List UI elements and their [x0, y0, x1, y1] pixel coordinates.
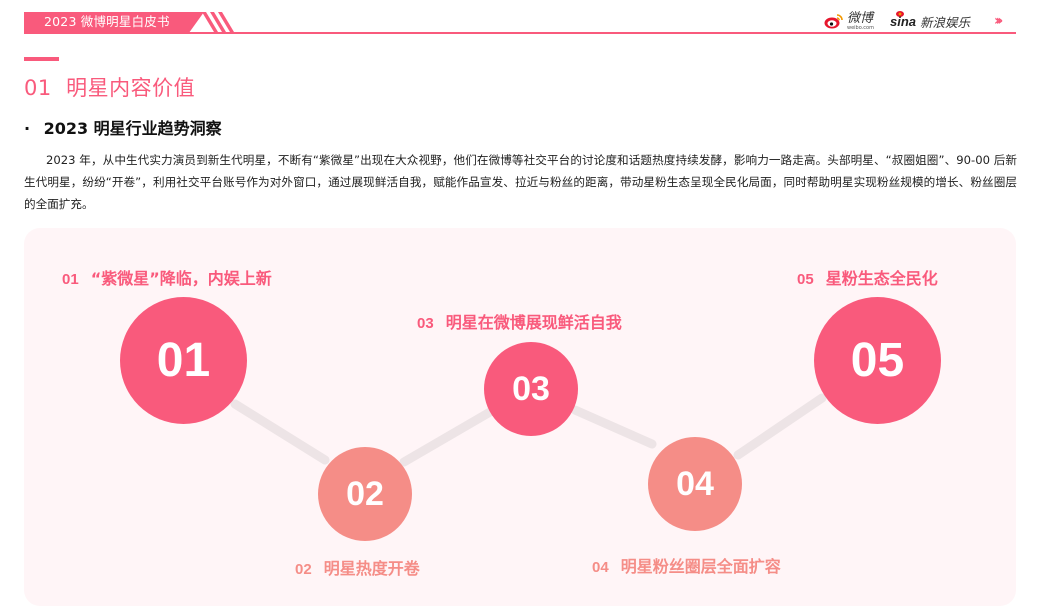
header-divider — [24, 32, 1016, 34]
step-circle-03: 03 — [484, 342, 578, 436]
step-title: 星粉生态全民化 — [825, 269, 938, 288]
header-banner — [24, 12, 204, 32]
step-number: 05 — [797, 271, 814, 288]
weibo-logo-domain: weibo.com — [847, 24, 874, 31]
step-label-05: 05 星粉生态全民化 — [797, 265, 938, 289]
title-accent-bar — [24, 57, 59, 61]
step-number: 03 — [417, 315, 434, 332]
step-number: 04 — [592, 559, 609, 576]
step-number: 02 — [295, 561, 312, 578]
weibo-logo-text: 微博 — [847, 10, 874, 26]
step-title: “紫微星”降临，内娱上新 — [90, 269, 272, 288]
step-number: 01 — [62, 271, 79, 288]
step-title: 明星在微博展现鲜活自我 — [445, 313, 622, 332]
chevrons-icon: ››› — [994, 13, 1004, 29]
step-label-03: 03 明星在微博展现鲜活自我 — [417, 309, 622, 333]
intro-paragraph: 2023 年，从中生代实力演员到新生代明星，不断有“紫微星”出现在大众视野，他们… — [24, 153, 1017, 211]
step-label-01: 01 “紫微星”降临，内娱上新 — [62, 265, 272, 289]
step-label-04: 04 明星粉丝圈层全面扩容 — [592, 553, 781, 577]
sina-ent-logo: sina 新浪娱乐 — [890, 10, 970, 32]
step-circle-01: 01 — [120, 297, 247, 424]
subheading: · 2023 明星行业趋势洞察 — [24, 115, 222, 139]
step-circle-04: 04 — [648, 437, 742, 531]
step-title: 明星热度开卷 — [323, 559, 420, 578]
banner-title: 2023 微博明星白皮书 — [44, 14, 170, 29]
sina-ent-text: 新浪娱乐 — [920, 14, 971, 30]
section-title: 01 明星内容价值 — [24, 76, 196, 100]
sina-eye-icon — [896, 11, 904, 17]
step-label-02: 02 明星热度开卷 — [295, 555, 420, 579]
subheading-text: 2023 明星行业趋势洞察 — [43, 119, 222, 138]
weibo-eye-icon — [824, 14, 843, 29]
step-circle-02: 02 — [318, 447, 412, 541]
step-title: 明星粉丝圈层全面扩容 — [620, 557, 781, 576]
step-circle-05: 05 — [814, 297, 941, 424]
sina-logo-text: sina — [890, 13, 917, 29]
banner-stripes-decoration — [202, 12, 234, 32]
bullet-icon: · — [24, 119, 31, 138]
weibo-logo: 微博 weibo.com — [824, 10, 874, 32]
